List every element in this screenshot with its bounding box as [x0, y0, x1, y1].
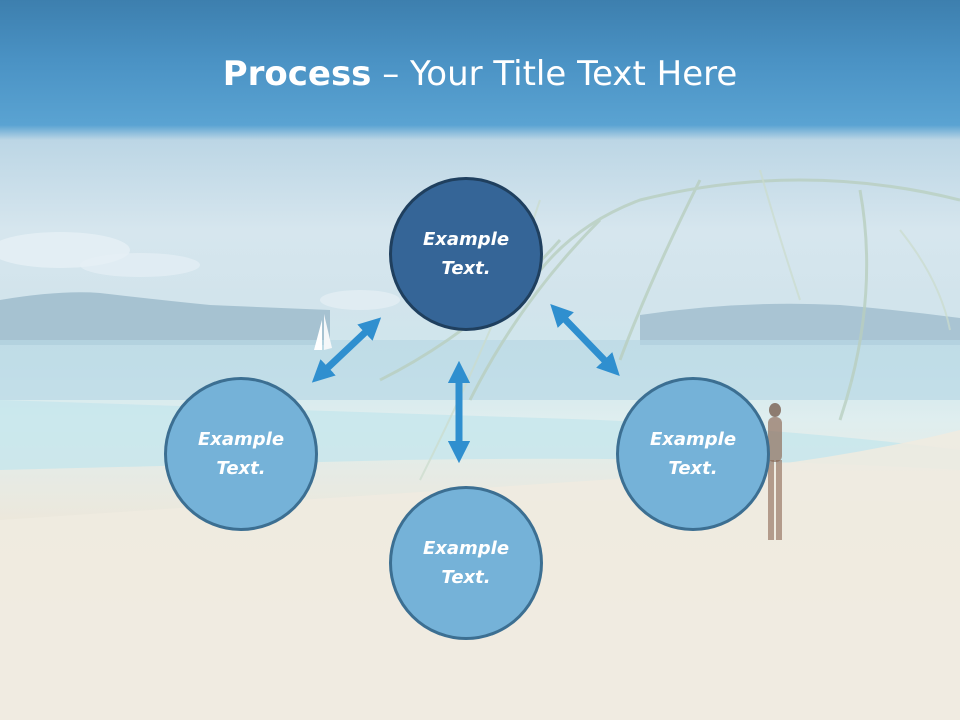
arrow-top-left: [311, 317, 382, 383]
process-node-top[interactable]: Example Text.: [389, 177, 543, 331]
slide-title: Process – Your Title Text Here: [0, 52, 960, 96]
node-top-line1: Example: [422, 229, 510, 250]
node-bottom-line1: Example: [422, 538, 510, 559]
process-node-left[interactable]: Example Text.: [164, 377, 318, 531]
node-right-line2: Text.: [668, 458, 718, 479]
node-right-text: Example Text.: [633, 425, 753, 483]
node-left-line2: Text.: [216, 458, 266, 479]
node-bottom-text: Example Text.: [406, 534, 526, 592]
node-top-text: Example Text.: [406, 225, 526, 283]
arrow-top-right: [550, 303, 620, 377]
node-left-text: Example Text.: [181, 425, 301, 483]
process-node-right[interactable]: Example Text.: [616, 377, 770, 531]
node-bottom-line2: Text.: [441, 567, 491, 588]
title-rest: – Your Title Text Here: [371, 54, 738, 94]
process-node-bottom[interactable]: Example Text.: [389, 486, 543, 640]
node-right-line1: Example: [649, 429, 737, 450]
node-top-line2: Text.: [441, 258, 491, 279]
node-left-line1: Example: [197, 429, 285, 450]
title-bold: Process: [222, 54, 372, 94]
